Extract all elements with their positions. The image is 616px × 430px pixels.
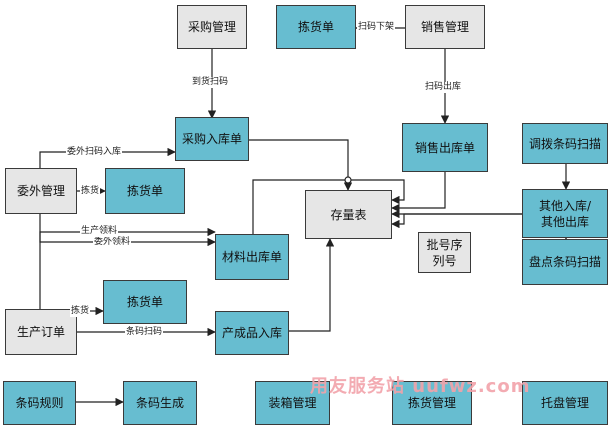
node-picking-low: 拣货单 (103, 280, 187, 324)
node-purchase-in: 采购入库单 (175, 117, 249, 161)
node-outsource-management: 委外管理 (5, 168, 77, 214)
edge-outsource-to-purchase-in (39, 147, 176, 168)
edge-material-to-inventory (252, 179, 405, 234)
node-barcode-rules: 条码规则 (3, 381, 76, 425)
node-sales-management: 销售管理 (405, 5, 485, 49)
node-production-order: 生产订单 (5, 309, 77, 355)
label-picking-b: 拣货 (70, 306, 91, 317)
label-production-material: 生产领料 (80, 226, 119, 237)
node-other-in-out: 其他入库/其他出库 (522, 189, 608, 238)
label-scan-out: 扫码出库 (424, 82, 463, 93)
edge-sales-out-to-inventory (391, 172, 446, 213)
node-stock-count-scan: 盘点条码扫描 (522, 239, 608, 285)
label-outsource-material: 委外领料 (93, 237, 132, 248)
edge-purchase-in-to-inventory (249, 139, 353, 191)
node-inventory: 存量表 (305, 190, 392, 239)
node-picking-top: 拣货单 (276, 5, 356, 49)
node-packing-management: 装箱管理 (255, 381, 330, 425)
node-sales-out: 销售出库单 (402, 123, 488, 172)
label-outsource-scan-in: 委外扫码入库 (66, 147, 123, 158)
label-barcode-scan: 条码扫码 (125, 327, 164, 338)
node-picking-management: 拣货管理 (392, 381, 472, 425)
label-arrival-scan: 到货扫码 (191, 77, 230, 88)
label-scan-shelf: 扫码下架 (357, 22, 396, 33)
node-picking-mid: 拣货单 (105, 168, 185, 214)
node-finished-goods-in: 产成品入库 (215, 311, 289, 355)
watermark-text: 用友服务站 uufwz.com (310, 376, 531, 397)
line-jump (344, 176, 352, 184)
edge-production-to-material (39, 227, 216, 309)
label-picking-a: 拣货 (80, 186, 101, 197)
edge-other-return (391, 213, 522, 229)
node-purchase-management: 采购管理 (177, 5, 247, 49)
node-transfer-scan: 调拨条码扫描 (522, 123, 608, 164)
edge-finished-to-inventory (289, 238, 335, 332)
node-material-out: 材料出库单 (215, 234, 289, 280)
node-pallet-management: 托盘管理 (522, 381, 608, 425)
node-barcode-generate: 条码生成 (123, 381, 197, 425)
node-batch-serial: 批号序列号 (418, 232, 471, 273)
